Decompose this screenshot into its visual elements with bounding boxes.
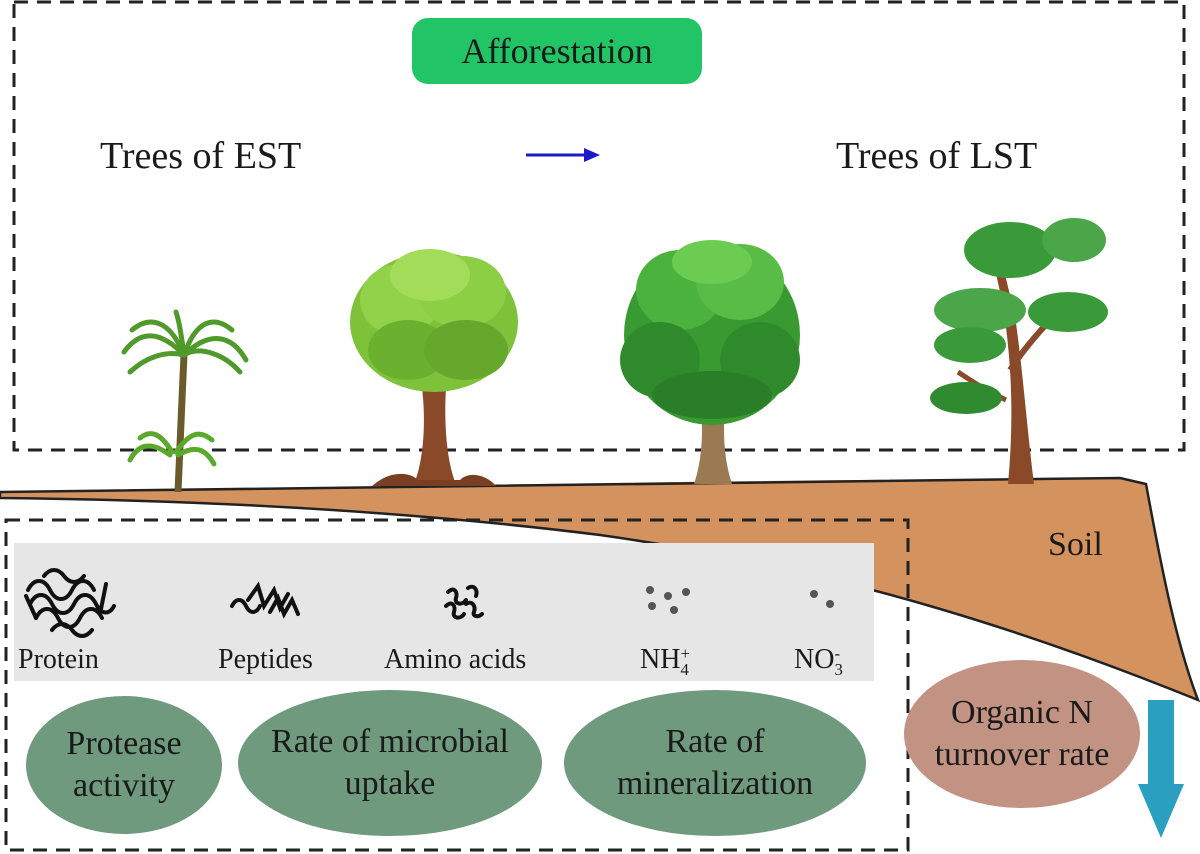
step-label-protein: Protein	[18, 644, 99, 675]
ammonium-charge: +	[680, 644, 690, 664]
mineralization-node: Rate of mineralization	[564, 690, 866, 836]
step-label-peptides: Peptides	[218, 644, 313, 675]
conifer-tree	[930, 218, 1108, 484]
lower-dashed-frame	[4, 518, 910, 852]
step-label-ammonium: NH+4	[640, 644, 690, 679]
nitrate-charge: -	[834, 644, 841, 664]
ammonium-base: NH	[640, 644, 681, 675]
microbial-uptake-text: Rate of microbial uptake	[271, 722, 509, 803]
nitrate-icon	[810, 590, 834, 608]
mineralization-text: Rate of mineralization	[616, 722, 814, 803]
organic-n-turnover-text: Organic N turnover rate	[934, 693, 1110, 774]
nitrate-subscript: 3	[834, 659, 843, 679]
upper-dashed-frame	[12, 0, 1186, 452]
amino-acids-icon	[444, 584, 484, 620]
step-label-nitrate: NO-3	[794, 644, 843, 679]
soil-label: Soil	[1048, 526, 1103, 563]
ammonium-icon	[646, 586, 690, 614]
lst-trees-label: Trees of LST	[836, 135, 1038, 177]
process-band	[14, 543, 874, 681]
palm-tree	[121, 309, 249, 493]
protease-activity-text: Protease activity	[66, 724, 182, 805]
protein-icon	[24, 568, 116, 638]
est-trees-label: Trees of EST	[100, 135, 302, 177]
protease-activity-node: Protease activity	[26, 696, 222, 834]
succession-arrow	[526, 148, 600, 162]
afforestation-title: Afforestation	[412, 18, 702, 84]
nitrate-base: NO	[794, 644, 835, 675]
ammonium-subscript: 4	[680, 659, 689, 679]
broadleaf-tree-light	[350, 249, 518, 486]
soil-wedge	[0, 476, 1200, 703]
organic-n-turnover-node: Organic N turnover rate	[904, 660, 1140, 808]
step-label-amino-acids: Amino acids	[384, 644, 527, 675]
microbial-uptake-node: Rate of microbial uptake	[238, 690, 542, 836]
decrease-arrow-icon	[1138, 700, 1184, 838]
peptides-icon	[230, 581, 300, 619]
broadleaf-tree-dark	[620, 240, 800, 484]
